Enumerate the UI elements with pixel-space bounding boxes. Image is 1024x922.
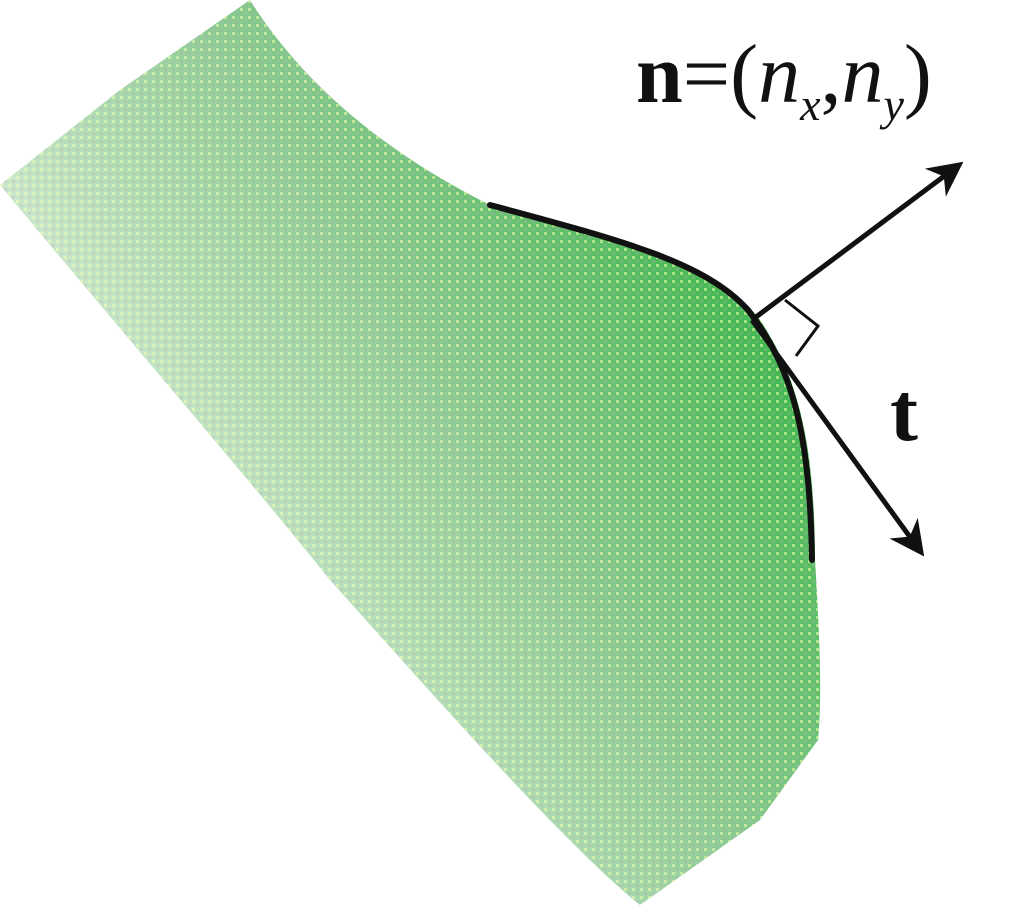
normal-label: n=(nx,ny) xyxy=(636,28,932,130)
n-y-base: n xyxy=(842,28,884,121)
normal-vector-symbol: n xyxy=(636,28,683,121)
right-angle-marker xyxy=(784,298,821,357)
tangent-label: t xyxy=(890,366,918,459)
shaded-region-dither xyxy=(0,0,821,905)
boundary-curve xyxy=(487,202,815,563)
n-y-subscript: y xyxy=(880,79,905,130)
open-paren: ( xyxy=(730,28,758,121)
n-x-subscript: x xyxy=(799,79,821,130)
tangent-arrow xyxy=(749,318,925,557)
equals-sign: = xyxy=(683,28,730,121)
close-paren: ) xyxy=(904,28,932,121)
normal-arrow xyxy=(750,161,964,323)
comma: , xyxy=(821,28,842,121)
n-x-base: n xyxy=(758,28,800,121)
